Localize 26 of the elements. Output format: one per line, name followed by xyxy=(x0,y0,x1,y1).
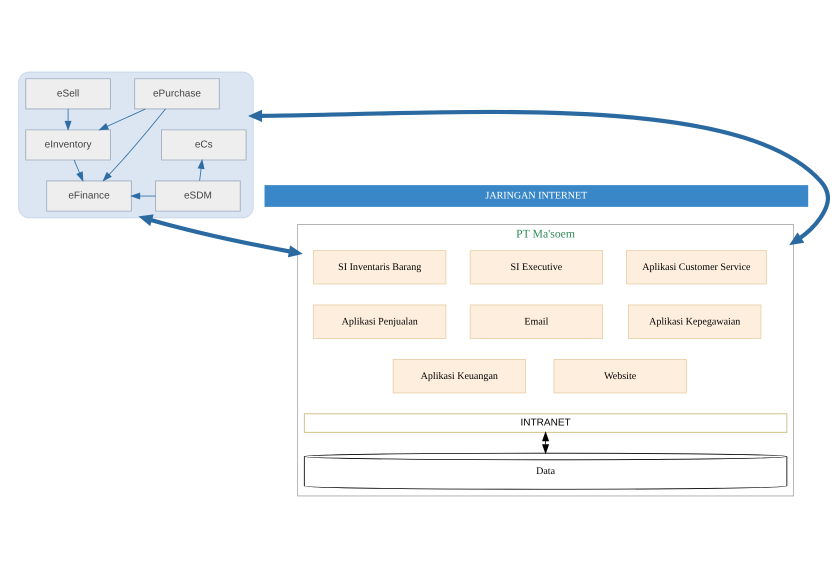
arrow xyxy=(64,108,72,130)
node-box: JARINGAN INTERNET xyxy=(264,184,808,206)
node-box: eSDM xyxy=(155,180,241,212)
node-box: eCs xyxy=(161,128,247,160)
node-box: eSell xyxy=(25,78,111,109)
node-box: Aplikasi Customer Service xyxy=(626,250,767,284)
arrow xyxy=(138,214,303,257)
arrow xyxy=(130,192,156,200)
arrow xyxy=(542,430,550,454)
node-box: SI Inventaris Barang xyxy=(313,250,446,284)
arrow xyxy=(98,108,146,130)
node-box: Aplikasi Kepegawaian xyxy=(628,304,762,338)
node-box: Aplikasi Penjualan xyxy=(313,304,446,338)
node-box: INTRANET xyxy=(304,412,788,432)
node-box: Website xyxy=(554,358,687,393)
node-box: eInventory xyxy=(25,128,111,160)
cluster xyxy=(18,71,254,218)
arrow xyxy=(198,158,205,181)
node-box: ePurchase xyxy=(134,78,220,109)
node-box: SI Executive xyxy=(470,250,603,284)
arrow xyxy=(248,109,830,245)
arrow xyxy=(74,159,84,182)
node-box: Email xyxy=(470,304,603,338)
arrow xyxy=(102,108,166,182)
node-box: Aplikasi Keuangan xyxy=(392,358,526,393)
node-box: eFinance xyxy=(46,180,132,212)
